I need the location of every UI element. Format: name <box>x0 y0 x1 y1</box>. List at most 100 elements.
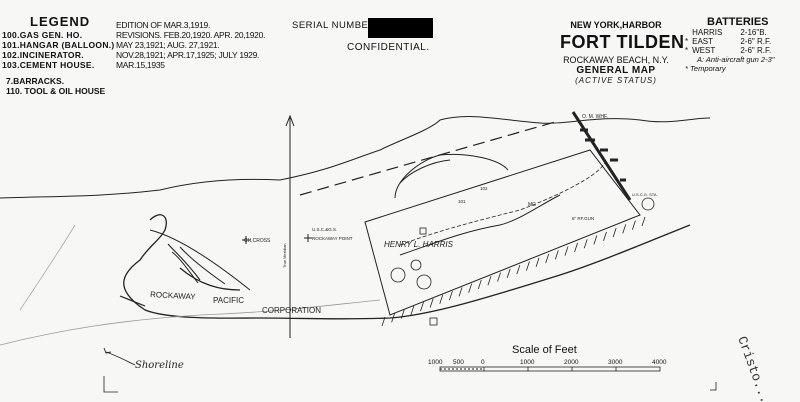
hatch-mark <box>641 216 646 227</box>
label-corporation: CORPORATION <box>262 306 321 315</box>
arrow-head-icon <box>103 347 112 354</box>
spit <box>171 246 226 285</box>
aa-note: A: Anti-aircraft gun 2-3" <box>697 55 775 64</box>
battery-row: HARRIS 2-16"B. <box>685 28 775 37</box>
label-church-cross: CH.CROSS <box>244 238 271 244</box>
edition-history: EDITION OF MAR.3,1919. REVISIONS. FEB.20… <box>116 20 265 70</box>
hatch-mark <box>487 276 492 286</box>
old-shoreline <box>19 224 76 311</box>
battery-guns: 2-6" R.F. <box>740 37 772 46</box>
battery-guns: 2-6" R.F. <box>740 46 772 55</box>
battery-mark: * <box>685 37 689 46</box>
scale-tick: 4000 <box>652 359 667 366</box>
spit <box>167 243 201 281</box>
legend-item: 103.CEMENT HOUSE. <box>2 60 95 70</box>
battery-mark: * <box>685 46 689 55</box>
scale-tick: 3000 <box>608 359 623 366</box>
spit <box>149 229 251 291</box>
hatch-mark <box>554 250 559 260</box>
legend-item: 102.INCINERATOR. <box>2 50 84 60</box>
legend-list-secondary: 7.BARRACKS. 110. TOOL & OIL HOUSE <box>6 76 105 96</box>
battery-name: HARRIS <box>692 28 723 37</box>
hatch-mark <box>458 287 463 297</box>
north-arrow-icon <box>285 114 295 127</box>
legend-item: 110. TOOL & OIL HOUSE <box>6 86 106 96</box>
peninsula-outline <box>123 214 691 320</box>
label-uscgs: U.S.C.&G.S. <box>312 227 337 232</box>
battery-marker <box>410 259 422 271</box>
battery-row: *EAST 2-6" R.F. <box>685 37 775 46</box>
legend-item: 7.BARRACKS. <box>6 76 65 86</box>
title-block: NEW YORK,HARBOR FORT TILDEN ROCKAWAY BEA… <box>560 20 684 85</box>
hatch-mark <box>535 257 540 267</box>
beach-hatching <box>381 216 646 327</box>
label-uscg-station: U.S.C.G. STA. <box>632 192 658 197</box>
edition-line: REVISIONS. FEB.20,1920. APR. 20,1920. <box>116 30 266 40</box>
hatch-mark <box>449 290 453 301</box>
redaction-box <box>368 18 433 38</box>
survey-point-icon <box>304 234 312 242</box>
label-building-102: 102 <box>480 186 488 191</box>
hatch-mark <box>545 253 550 264</box>
hatch-mark <box>516 265 521 275</box>
hatch-mark <box>429 298 434 308</box>
hatch-mark <box>574 242 578 253</box>
scale-tick: 1000 <box>428 359 443 366</box>
hatch-mark <box>526 261 530 271</box>
battery-marker <box>641 197 655 211</box>
hatch-mark <box>497 272 501 282</box>
classification-label: CONFIDENTIAL. <box>347 42 430 53</box>
label-battery-harris: HENRY L. HARRIS <box>384 240 454 249</box>
inlet <box>399 159 451 184</box>
edition-line: EDITION OF MAR.3,1919. <box>116 20 211 30</box>
scale-tick: 500 <box>453 359 464 366</box>
legend-item: 101.HANGAR (BALLOON.) <box>2 40 115 50</box>
hatch-mark <box>468 283 473 293</box>
label-shoreline: Shoreline <box>135 360 184 371</box>
fort-boundary <box>364 149 641 316</box>
buildings <box>580 128 626 182</box>
map-status: (ACTIVE STATUS) <box>575 76 657 85</box>
hatch-mark <box>603 231 607 241</box>
location: ROCKAWAY BEACH, N.Y. <box>563 55 669 65</box>
edition-line: MAY 23,1921; AUG. 27,1921. <box>116 40 220 50</box>
label-meridian: True Meridian <box>282 243 287 268</box>
stamp: Cristo... <box>734 334 772 402</box>
hatch-mark <box>583 239 588 249</box>
map-type: GENERAL MAP <box>576 65 656 76</box>
hatch-mark <box>564 246 569 256</box>
hatch-mark <box>477 279 482 290</box>
edition-line: MAR.15,1935 <box>116 60 165 70</box>
inner-road <box>399 161 606 246</box>
battery-name: EAST <box>692 37 714 46</box>
legend-title: LEGEND <box>30 14 91 29</box>
wharf <box>571 111 632 201</box>
battery-guns: 2-16"B. <box>740 28 767 37</box>
bay-shoreline <box>0 116 711 199</box>
battery-name: WEST <box>692 46 716 55</box>
battery-area <box>399 194 561 256</box>
edition-line: NOV.28,1921; APR.17,1925; JULY 1929. <box>116 50 260 60</box>
hatch-mark <box>420 302 424 312</box>
battery-row: *WEST 2-6" R.F. <box>685 46 775 55</box>
hatch-mark <box>400 309 405 319</box>
label-rf-gun: 6" RF.GUN <box>572 216 594 221</box>
serial-number-label: SERIAL NUMBER <box>292 20 376 31</box>
building <box>419 227 427 235</box>
hatch-mark <box>631 220 636 230</box>
legend-item: 100.GAS GEN. HO. <box>2 30 83 40</box>
hatch-mark <box>506 268 511 278</box>
battery-marker <box>390 267 406 283</box>
scale-tick: 0 <box>481 359 485 366</box>
hatch-mark <box>622 224 627 234</box>
hatch-mark <box>381 316 386 327</box>
hatch-mark <box>439 294 444 304</box>
label-rockaway-point: ROCKAWAY POINT <box>312 236 353 241</box>
temporary-note: * Temporary <box>685 64 726 73</box>
label-rockaway: ROCKAWAY <box>150 290 197 301</box>
hatch-mark <box>391 313 396 323</box>
battery-marker <box>416 274 432 290</box>
label-pacific: PACIFIC <box>213 296 244 305</box>
